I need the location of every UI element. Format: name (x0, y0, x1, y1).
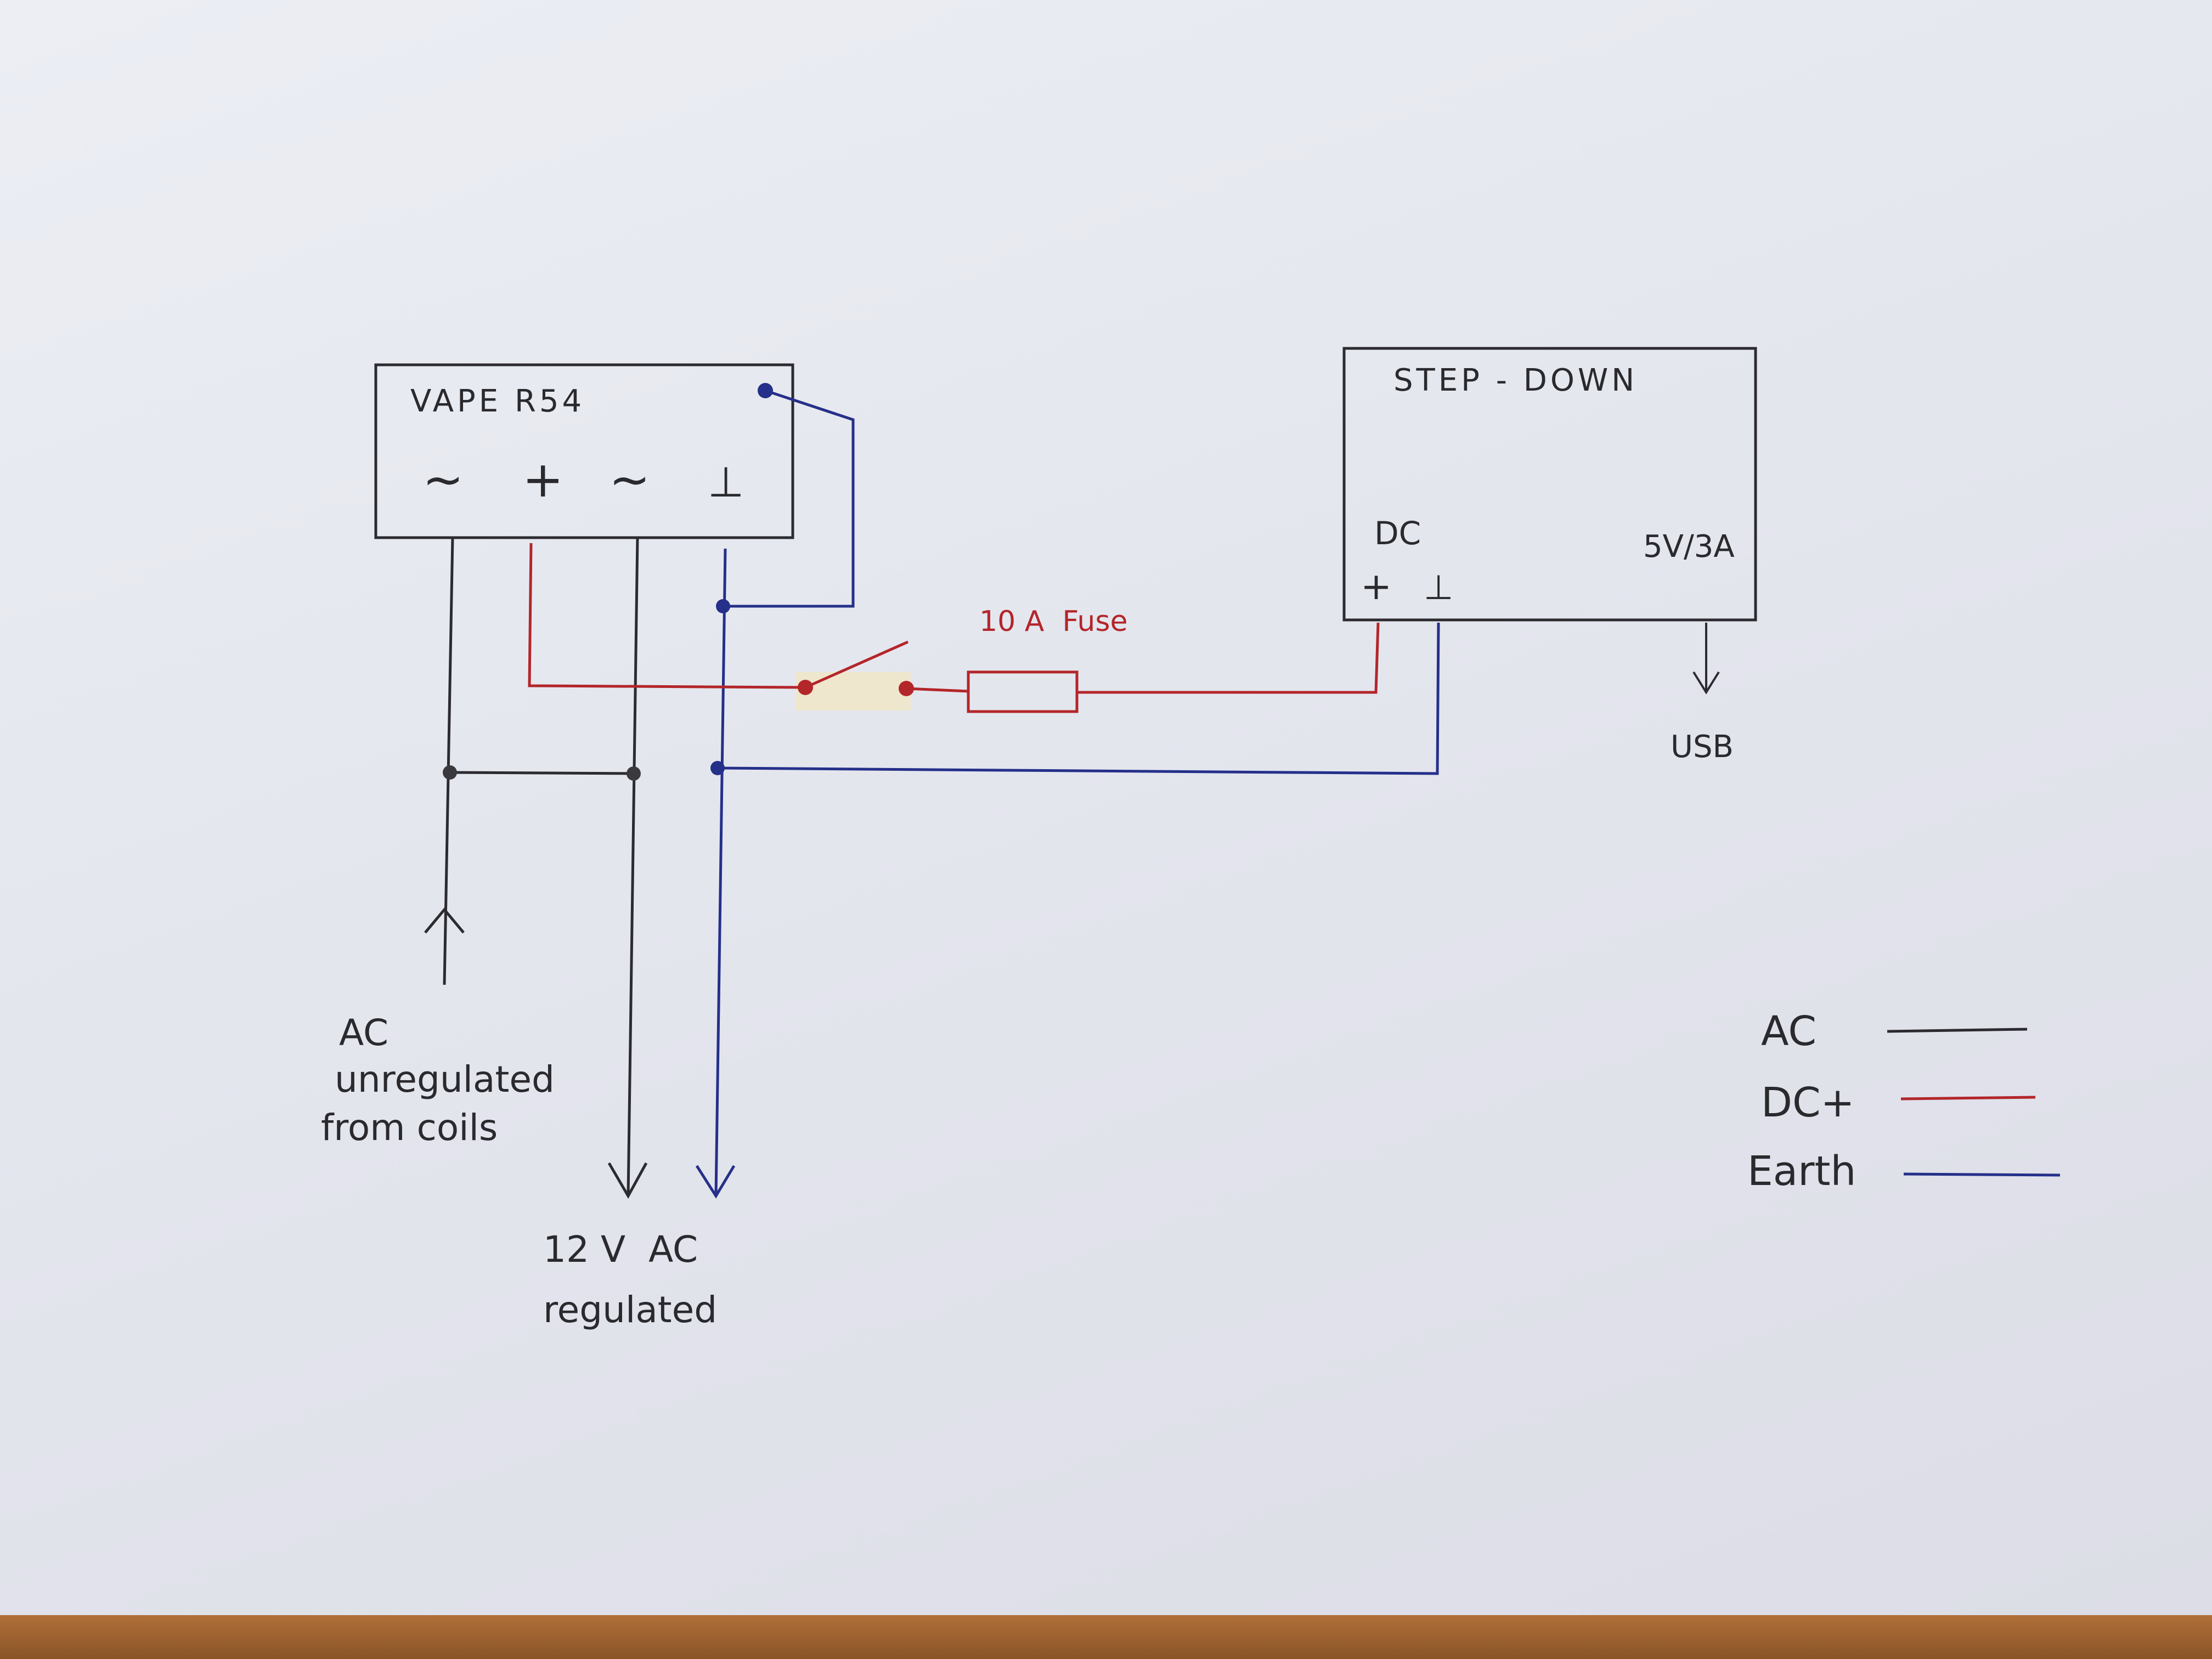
ac-input-arrow-head (424, 907, 465, 934)
table-surface (0, 1615, 2212, 1659)
ac-output-arrow-head (607, 1162, 648, 1199)
stepdown-plus-terminal: + (1361, 565, 1392, 608)
stepdown-output-label: 5V/3A (1643, 529, 1735, 565)
stepdown-box (1342, 347, 1757, 622)
legend-earth-label: Earth (1747, 1148, 1856, 1195)
legend-ac-label: AC (1761, 1008, 1816, 1055)
legend-earth-line (1903, 1172, 2061, 1177)
stepdown-dc-label: DC (1374, 515, 1421, 552)
ac-bridge-wire (449, 771, 634, 775)
vape-r54-box (374, 363, 794, 539)
dc-plus-wire-to-stepdown (1077, 622, 1380, 694)
legend-dc-label: DC+ (1761, 1079, 1855, 1126)
ac-output-label-line1: 12 V AC (543, 1228, 698, 1271)
ac-junction-right (627, 766, 641, 781)
earth-output-arrow-head (695, 1165, 736, 1199)
switch-contact-left (798, 680, 813, 695)
dc-plus-wire-left (528, 543, 806, 689)
ac-input-label-line2: unregulated (335, 1058, 555, 1101)
ac-junction-left (443, 765, 457, 780)
earth-junction-bottom (710, 761, 725, 775)
usb-arrow-head (1692, 671, 1720, 695)
fuse-label: 10 A Fuse (979, 605, 1127, 638)
earth-junction-top (716, 599, 730, 613)
vape-box-title: VAPE R54 (410, 383, 585, 419)
dc-plus-wire-to-fuse (906, 687, 969, 693)
switch-tape (795, 672, 911, 710)
terminal-plus: + (522, 451, 563, 509)
earth-wire-to-stepdown (717, 622, 1440, 775)
switch-lever (804, 640, 909, 689)
terminal-ac-1: ~ (422, 451, 464, 509)
vape-earth-lead (723, 389, 855, 608)
fuse-symbol (967, 670, 1079, 713)
earth-wire-vertical (714, 548, 727, 1197)
ac-output-label-line2: regulated (543, 1289, 717, 1331)
terminal-earth: ⊥ (708, 458, 744, 506)
stepdown-box-title: STEP - DOWN (1393, 363, 1638, 398)
legend-dc-line (1900, 1096, 2036, 1101)
ac-wire-right (627, 537, 639, 1197)
legend-ac-line (1887, 1028, 2028, 1033)
ac-input-label-line1: AC (339, 1012, 388, 1054)
stepdown-earth-terminal: ⊥ (1424, 567, 1453, 607)
usb-label: USB (1671, 729, 1734, 765)
ac-input-label-line3: from coils (321, 1107, 498, 1149)
terminal-ac-2: ~ (609, 451, 650, 509)
paper-sheet (0, 0, 2212, 1615)
